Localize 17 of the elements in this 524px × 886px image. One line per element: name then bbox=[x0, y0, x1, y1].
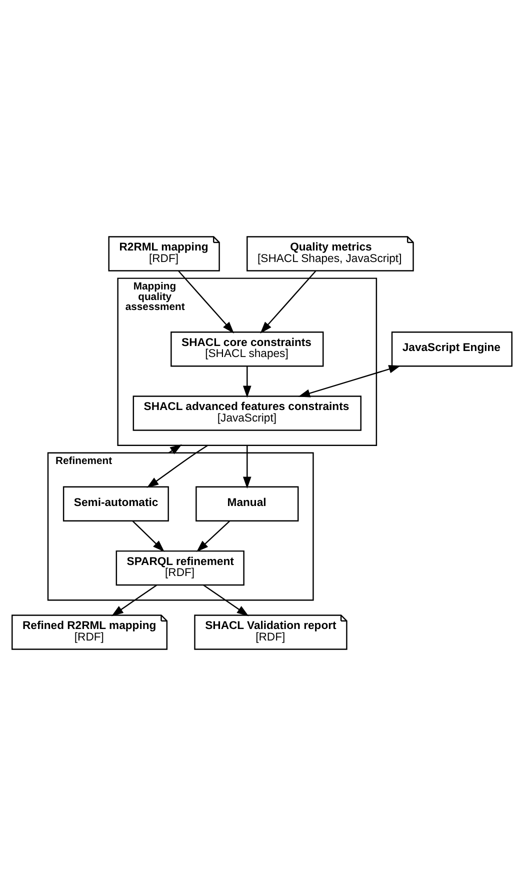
arrow bbox=[260, 270, 316, 334]
arrow bbox=[242, 366, 252, 398]
node-box: SHACL core constraints [SHACL shapes] bbox=[170, 331, 324, 367]
arrow bbox=[132, 520, 164, 552]
arrow bbox=[168, 444, 182, 454]
arrow bbox=[242, 445, 252, 489]
node-box: Semi-automatic bbox=[62, 486, 169, 522]
node-box: SPARQL refinement [RDF] bbox=[116, 550, 244, 586]
arrow bbox=[146, 444, 208, 488]
arrow bbox=[111, 584, 157, 616]
arrow bbox=[298, 365, 401, 398]
arrow bbox=[203, 584, 249, 616]
arrow bbox=[196, 520, 230, 552]
node-box: JavaScript Engine bbox=[391, 331, 512, 367]
arrow bbox=[178, 270, 234, 334]
node-box: Manual bbox=[196, 486, 299, 522]
node-box: SHACL advanced features constraints [JavaScript] bbox=[132, 396, 362, 431]
